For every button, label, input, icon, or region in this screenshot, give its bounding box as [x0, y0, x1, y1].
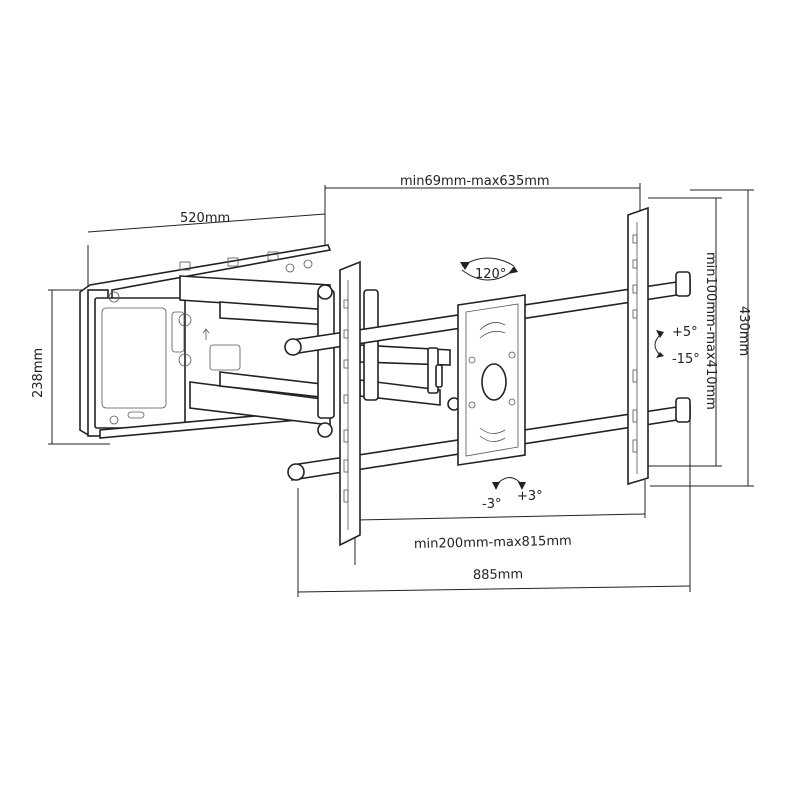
depth-label: 520mm [180, 211, 230, 226]
right-tv-bracket [627, 206, 649, 486]
extension-label: min69mm-max635mm [400, 174, 550, 189]
wall-plate [79, 244, 332, 439]
vesa-horizontal-label: min200mm-max815mm [414, 534, 572, 552]
dimension-labels: 520mm 238mm min69mm-max635mm min200mm-ma… [31, 174, 751, 583]
total-width-label: 885mm [473, 567, 523, 583]
total-height-label: 430mm [736, 306, 751, 356]
left-tv-bracket [339, 260, 361, 547]
tilt-down-label: -15° [672, 352, 700, 367]
rotation-labels: 120° +5° -15° -3° +3° [475, 267, 700, 512]
level-plus-label: +3° [517, 489, 543, 504]
swing-arms [179, 275, 461, 438]
dimension-lines [48, 183, 754, 597]
wall-plate-height-label: 238mm [31, 348, 46, 398]
tilt-up-label: +5° [672, 325, 698, 340]
swivel-label: 120° [475, 267, 506, 282]
tilt-head-plate [457, 294, 526, 466]
vesa-vertical-label: min100mm-max410mm [703, 252, 718, 410]
level-minus-label: -3° [482, 497, 501, 512]
rotation-arrows [460, 257, 664, 490]
